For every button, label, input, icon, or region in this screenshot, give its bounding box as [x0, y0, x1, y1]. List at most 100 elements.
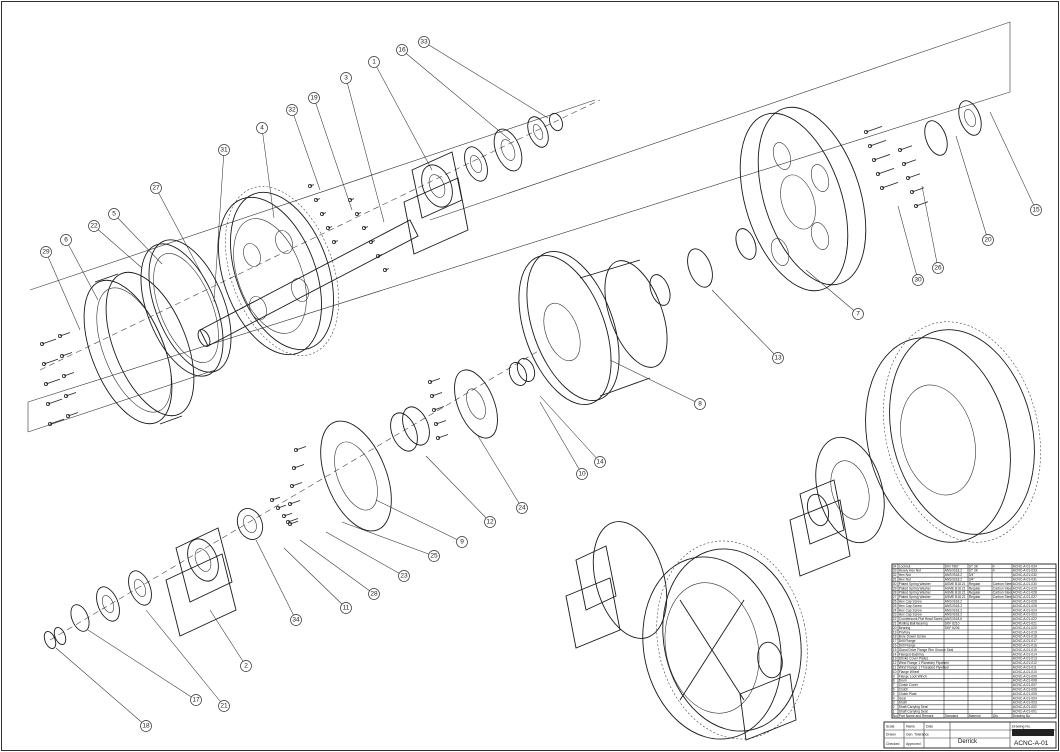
- lower-exploded-assembly: [43, 349, 541, 650]
- balloon-circle: [88, 220, 100, 232]
- leader-line: [477, 435, 523, 509]
- bom-cell: ST 3K: [969, 564, 979, 568]
- bom-cell: Flanged Bushing: [899, 652, 924, 656]
- balloon-number: 27: [152, 185, 160, 192]
- bom-cell: Carbon Steel: [993, 591, 1013, 595]
- bom-cell: 21: [893, 622, 897, 626]
- bolt: [435, 434, 449, 440]
- balloon-circle: [368, 588, 380, 600]
- bom-cell: 17: [893, 639, 897, 643]
- bom-cell: Regular: [969, 595, 981, 599]
- bom-cell: ACNC-A-01-013: [1013, 657, 1037, 661]
- bom-cell: Flange Lock Winch: [899, 674, 927, 678]
- bom-cell: 19: [893, 630, 897, 634]
- bom-cell: ST 3K: [969, 569, 979, 573]
- bom-cell: Regular: [969, 586, 981, 590]
- bom-cell: ACNC-A-01-026: [1013, 600, 1037, 604]
- balloon-number: 14: [596, 459, 604, 466]
- bolt: [293, 446, 307, 452]
- bom-cell: ACNC-A-01-012: [1013, 661, 1037, 665]
- balloon-circle: [484, 516, 496, 528]
- leader-line: [423, 41, 549, 119]
- item-balloon: 29: [40, 246, 81, 331]
- bom-cell: 4: [993, 569, 995, 573]
- bolt: [46, 398, 63, 406]
- balloon-number: 16: [398, 47, 406, 54]
- bom-cell: ACNC-A-01-011: [1013, 666, 1037, 670]
- bolt: [40, 338, 57, 346]
- bom-cell: Plated Spring Washer: [899, 595, 932, 599]
- checked-label: Checked: [886, 742, 899, 746]
- lower-bearings: [70, 570, 152, 632]
- item-balloon: 16: [396, 44, 511, 141]
- bom-cell: Drum: [899, 679, 907, 683]
- balloon-circle: [340, 72, 352, 84]
- bom-cell: Hex Nut: [899, 578, 911, 582]
- balloon-number: 22: [90, 223, 98, 230]
- bolt: [431, 406, 445, 412]
- balloon-circle: [852, 308, 864, 320]
- balloon-circle: [256, 122, 268, 134]
- balloon-circle: [694, 398, 706, 410]
- bom-cell: ACNC-A-01-006: [1013, 688, 1037, 692]
- bolt: [868, 140, 887, 148]
- bolt: [44, 378, 61, 386]
- bom-cell: 2: [893, 705, 895, 709]
- item-balloon: 20: [955, 135, 994, 246]
- bolt: [48, 418, 65, 426]
- leader-line: [375, 499, 463, 543]
- item-balloon: 33: [418, 36, 549, 119]
- flywheel: [739, 106, 867, 292]
- bom-cell: ACNC-A-01-020: [1013, 626, 1037, 630]
- balloon-circle: [396, 44, 408, 56]
- bushing-10: [508, 358, 536, 386]
- bolt: [64, 392, 77, 398]
- bolt: [368, 239, 376, 244]
- bushings-13: [649, 228, 757, 306]
- bom-cell: 6: [893, 688, 895, 692]
- leader-line: [283, 547, 347, 609]
- leader-line: [291, 109, 321, 191]
- bom-cell: 3: [893, 701, 895, 705]
- bom-cell: 10: [893, 670, 897, 674]
- item-balloon: 8: [609, 359, 706, 410]
- bolt: [429, 392, 443, 398]
- bom-cell: Clutch Plate: [899, 692, 917, 696]
- bom-cell: 15: [893, 648, 897, 652]
- bom-cell: 34: [893, 564, 897, 568]
- bearing-seat-lower: [165, 527, 237, 637]
- bom-cell: 4: [993, 564, 995, 568]
- leader-line: [261, 127, 275, 219]
- bom-cell: ACNC-A-01-018: [1013, 635, 1037, 639]
- bom-cell: Locknut: [899, 564, 911, 568]
- leader-line: [55, 647, 147, 727]
- bolt: [354, 211, 362, 216]
- main-gear: [218, 186, 339, 356]
- bom-cell: ACNC-A-01-016: [1013, 644, 1037, 648]
- bolt: [433, 420, 447, 426]
- bolt: [872, 154, 891, 162]
- balloon-circle: [240, 660, 252, 672]
- bom-cell: Gear: [899, 696, 907, 700]
- bushing-18: [43, 626, 67, 650]
- bom-cell: ACNC-A-01-003: [1013, 701, 1037, 705]
- bom-column-header: Qty.: [993, 714, 999, 718]
- balloon-circle: [576, 468, 588, 480]
- leader-line: [425, 455, 491, 523]
- bom-cell: 1: [893, 710, 895, 714]
- item-balloon: 1: [368, 56, 433, 171]
